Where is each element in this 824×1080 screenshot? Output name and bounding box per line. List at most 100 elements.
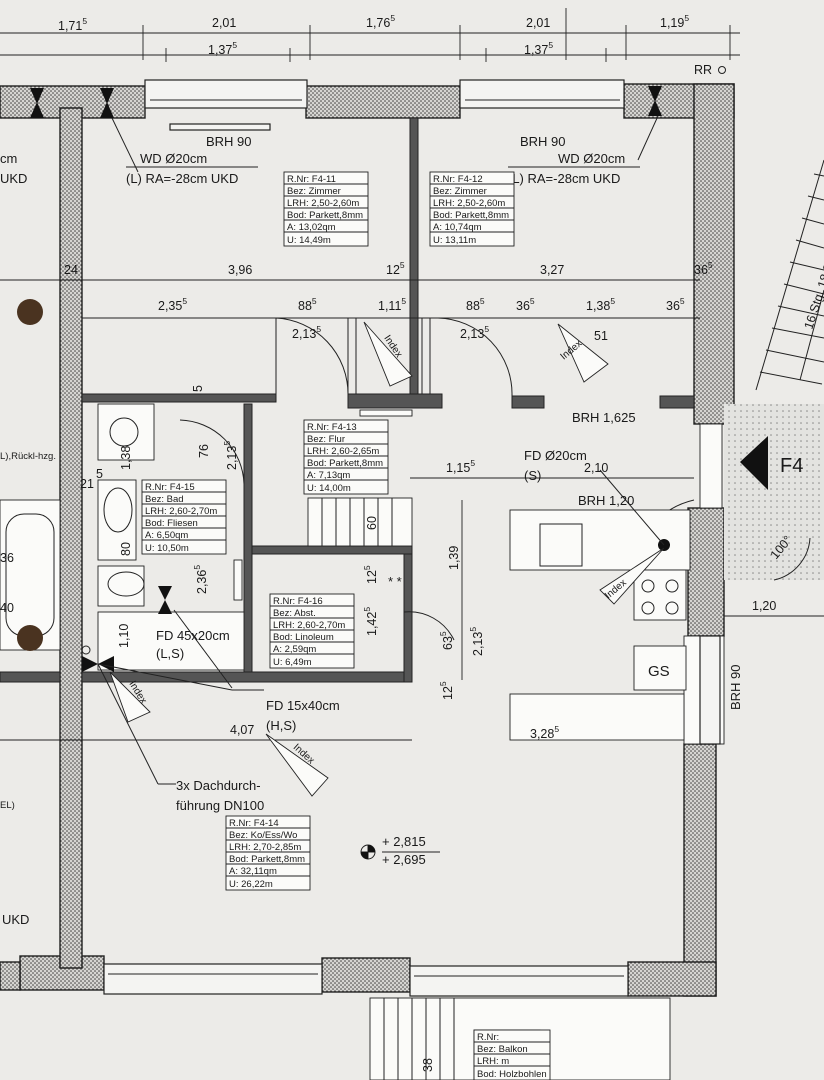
svg-text:24: 24: [64, 263, 78, 277]
dim-top-5: 1,195: [660, 13, 689, 30]
svg-text:LRH: 2,60-2,65m: LRH: 2,60-2,65m: [307, 446, 379, 457]
svg-text:U: 14,00m: U: 14,00m: [307, 483, 351, 494]
svg-text:5: 5: [191, 385, 205, 392]
dimension-texts: 24 3,96 125 3,27 365 2,355 885 1,115 885…: [0, 260, 795, 1072]
svg-text:Bez: Balkon: Bez: Balkon: [477, 1044, 528, 1055]
punch-hole-bottom: [17, 625, 43, 651]
fd20-2: (S): [524, 468, 541, 483]
el-label: EL): [0, 800, 15, 811]
leader-lines: [97, 115, 665, 785]
svg-text:1,38: 1,38: [119, 446, 133, 470]
svg-text:R.Nr: F4-13: R.Nr: F4-13: [307, 422, 357, 433]
svg-text:2,355: 2,355: [158, 296, 187, 313]
room-tag-f4-11: R.Nr: F4-11 Bez: Zimmer LRH: 2,50-2,60m …: [283, 171, 369, 247]
kitchen-fixtures: [509, 509, 691, 741]
bathroom-fixtures: [0, 299, 245, 672]
svg-text:A: 10,74qm: A: 10,74qm: [433, 222, 482, 233]
svg-text:U: 26,22m: U: 26,22m: [229, 879, 273, 890]
svg-text:Bez: Zimmer: Bez: Zimmer: [287, 186, 341, 197]
svg-text:2,135: 2,135: [292, 324, 321, 341]
exterior-walls: [0, 83, 735, 997]
top-dimension-chain: 1,715 2,01 1,765 2,01 1,195 1,375 1,375: [0, 8, 740, 62]
svg-text:Bez: Flur: Bez: Flur: [307, 434, 345, 445]
svg-text:2,365: 2,365: [192, 565, 209, 594]
svg-text:1,155: 1,155: [446, 458, 475, 475]
room-tag-f4-13: R.Nr: F4-13 Bez: Flur LRH: 2,60-2,65m Bo…: [303, 419, 389, 495]
svg-text:Bez: Ko/Ess/Wo: Bez: Ko/Ess/Wo: [229, 830, 297, 841]
fd20-1: FD Ø20cm: [524, 448, 587, 463]
svg-text:60: 60: [365, 516, 379, 530]
svg-text:Bod: Parkett,8mm: Bod: Parkett,8mm: [433, 210, 509, 221]
svg-text:U: 13,11m: U: 13,11m: [433, 235, 476, 246]
svg-text:1,39: 1,39: [447, 546, 461, 570]
level-2: + 2,695: [382, 852, 426, 867]
brh90-right: BRH 90: [520, 134, 566, 149]
svg-text:3,285: 3,285: [530, 724, 559, 741]
brh90-left: BRH 90: [206, 134, 252, 149]
svg-text:885: 885: [298, 296, 317, 313]
dim-top-6: 1,375: [208, 40, 237, 57]
svg-text:635: 635: [438, 631, 455, 650]
svg-text:365: 365: [516, 296, 535, 313]
svg-text:36: 36: [0, 551, 14, 565]
svg-text:21: 21: [80, 477, 94, 491]
ukd-bottom: UKD: [2, 912, 29, 927]
svg-text:2,135: 2,135: [222, 441, 239, 470]
compass-circle: [718, 66, 726, 74]
svg-text:80: 80: [119, 542, 133, 556]
dim-top-1: 1,715: [58, 16, 87, 33]
svg-text:A: 6,50qm: A: 6,50qm: [145, 530, 188, 541]
wd-left-2: (L) RA=-28cm UKD: [126, 171, 238, 186]
svg-text:Bez: Bad: Bez: Bad: [145, 494, 184, 505]
interior-stair: [307, 409, 413, 547]
svg-text:Bod: Linoleum: Bod: Linoleum: [273, 632, 334, 643]
svg-text:1,425: 1,425: [362, 607, 379, 636]
level-marker: [360, 844, 376, 860]
svg-text:Bod: Holzbohlen: Bod: Holzbohlen: [477, 1069, 547, 1080]
brh120: BRH 1,20: [578, 493, 634, 508]
wd-right-1: WD Ø20cm: [558, 151, 625, 166]
svg-text:LRH: 2,60-2,70m: LRH: 2,60-2,70m: [273, 620, 345, 631]
section-marker: F4: [780, 455, 803, 477]
svg-text:R.Nr: F4-12: R.Nr: F4-12: [433, 174, 483, 185]
compass-label: RR: [694, 63, 712, 77]
gs-label: GS: [648, 663, 670, 680]
svg-text:1,385: 1,385: [586, 296, 615, 313]
cm-left: cm: [0, 151, 17, 166]
svg-text:LRH: 2,70-2,85m: LRH: 2,70-2,85m: [229, 842, 301, 853]
svg-text:Bod: Parkett,8mm: Bod: Parkett,8mm: [307, 458, 383, 469]
svg-text:R.Nr: F4-11: R.Nr: F4-11: [287, 174, 336, 185]
svg-text:125: 125: [438, 681, 455, 700]
ruckl-label: L),Rückl-hzg.: [0, 451, 56, 462]
svg-text:LRH: 2,60-2,70m: LRH: 2,60-2,70m: [145, 506, 217, 517]
svg-text:LRH: 2,50-2,60m: LRH: 2,50-2,60m: [287, 198, 359, 209]
wd-right-2: (L) RA=-28cm UKD: [508, 171, 620, 186]
svg-text:2,10: 2,10: [584, 461, 608, 475]
svg-text:3,96: 3,96: [228, 263, 252, 277]
room-tag-f4-15: R.Nr: F4-15 Bez: Bad LRH: 2,60-2,70m Bod…: [141, 479, 227, 555]
star-mark: * *: [388, 574, 402, 589]
windows: [103, 79, 721, 997]
svg-text:1,10: 1,10: [117, 624, 131, 648]
svg-text:2,135: 2,135: [460, 324, 489, 341]
svg-text:A: 32,11qm: A: 32,11qm: [229, 866, 277, 877]
svg-text:LRH: m: LRH: m: [477, 1056, 509, 1067]
dach-2: führung DN100: [176, 798, 264, 813]
brh90-vertical: BRH 90: [728, 664, 743, 710]
fd45-1: FD 45x20cm: [156, 628, 230, 643]
ukd-left: UKD: [0, 171, 27, 186]
svg-text:51: 51: [594, 329, 608, 343]
fd15-2: (H,S): [266, 718, 296, 733]
svg-text:365: 365: [666, 296, 685, 313]
dim-top-4: 2,01: [526, 16, 550, 30]
svg-text:A: 7,13qm: A: 7,13qm: [307, 470, 350, 481]
svg-text:Bod: Parkett,8mm: Bod: Parkett,8mm: [229, 854, 305, 865]
svg-text:U: 14,49m: U: 14,49m: [287, 235, 331, 246]
svg-text:2,135: 2,135: [468, 627, 485, 656]
svg-text:Bez: Abst.: Bez: Abst.: [273, 608, 316, 619]
room-tag-f4-14: R.Nr: F4-14 Bez: Ko/Ess/Wo LRH: 2,70-2,8…: [225, 815, 311, 891]
stair-treads: [755, 159, 824, 391]
svg-text:Bod: Parkett,8mm: Bod: Parkett,8mm: [287, 210, 363, 221]
svg-text:U: 10,50m: U: 10,50m: [145, 543, 189, 554]
